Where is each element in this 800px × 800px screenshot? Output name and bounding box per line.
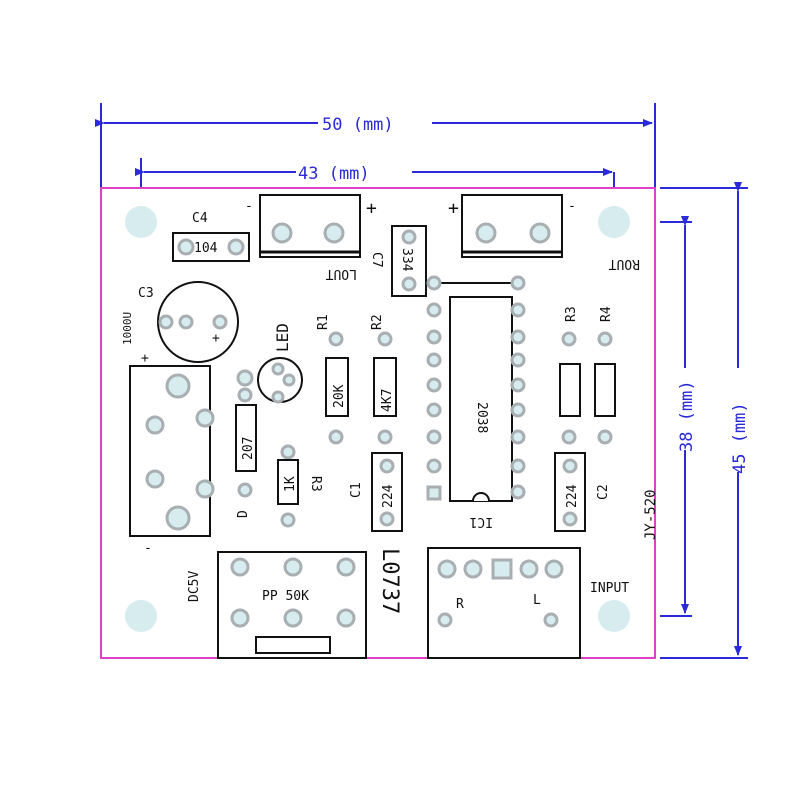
c4-value: 104 bbox=[194, 241, 218, 256]
ic1-pins-right bbox=[510, 275, 526, 500]
mounting-hole-top-right bbox=[598, 206, 630, 238]
board-id-label: JY-520 bbox=[643, 489, 659, 540]
r3-left-label: R3 bbox=[308, 476, 323, 492]
dc-plus: + bbox=[141, 351, 149, 366]
c1-label: C1 bbox=[349, 482, 364, 498]
c1-value: 224 bbox=[381, 484, 396, 508]
c3-plus: + bbox=[212, 331, 220, 346]
mounting-holes bbox=[125, 206, 630, 632]
r1-value: 20K bbox=[332, 384, 347, 408]
lout-label: LOUT bbox=[326, 266, 357, 281]
lout-minus: - bbox=[245, 199, 253, 214]
r4-label: R4 bbox=[599, 306, 614, 322]
input-l-label: L bbox=[533, 593, 541, 608]
c2-value: 224 bbox=[565, 484, 580, 508]
r1-body bbox=[325, 357, 349, 417]
l0737-label: L0737 bbox=[377, 548, 402, 614]
dimension-height-inner bbox=[660, 216, 692, 617]
ic1-value: 2038 bbox=[474, 402, 489, 433]
r3-right-label: R3 bbox=[564, 306, 579, 322]
dimension-height-outer bbox=[660, 182, 748, 659]
c7-label: C7 bbox=[369, 252, 384, 268]
input-label: INPUT bbox=[590, 581, 629, 596]
c4-label: C4 bbox=[192, 211, 208, 226]
rout-plus: + bbox=[448, 198, 459, 219]
r4-body bbox=[594, 363, 616, 417]
dimension-width-outer bbox=[95, 103, 656, 188]
diode-label: D bbox=[236, 510, 251, 518]
dc5v-label: DC5V bbox=[187, 571, 202, 602]
ic1-pins-left bbox=[426, 275, 442, 474]
diode-body bbox=[235, 404, 257, 472]
c2-label: C2 bbox=[596, 484, 611, 500]
lout-plus: + bbox=[366, 198, 377, 219]
led-label: LED bbox=[273, 323, 292, 352]
r1-label: R1 bbox=[316, 314, 331, 330]
r3-left-body bbox=[277, 459, 299, 505]
r2-label: R2 bbox=[370, 314, 385, 330]
mounting-hole-top-left bbox=[125, 206, 157, 238]
dimension-height-outer-label: 45 (mm) bbox=[730, 402, 750, 474]
r2-value: 4K7 bbox=[380, 389, 395, 412]
potentiometer-label: PP 50K bbox=[262, 589, 309, 604]
dimension-width-inner-label: 43 (mm) bbox=[298, 164, 370, 184]
rout-minus: - bbox=[568, 199, 576, 214]
dimension-height-inner-label: 38 (mm) bbox=[677, 380, 697, 452]
c3-label: C3 bbox=[138, 286, 154, 301]
ic1-body bbox=[449, 296, 513, 502]
r3-right-body bbox=[559, 363, 581, 417]
dc-minus: - bbox=[144, 541, 152, 556]
ic1-label: IC1 bbox=[470, 514, 493, 529]
c3-body bbox=[157, 281, 239, 363]
mounting-hole-bottom-right bbox=[598, 600, 630, 632]
c7-value: 334 bbox=[399, 248, 414, 272]
c3-value: 1000U bbox=[121, 312, 134, 345]
rout-label: ROUT bbox=[609, 256, 640, 271]
mounting-hole-bottom-left bbox=[125, 600, 157, 632]
diode-value: 207 bbox=[241, 437, 256, 460]
input-r-label: R bbox=[456, 597, 464, 612]
r2-body bbox=[373, 357, 397, 417]
r3-left-value: 1K bbox=[283, 476, 298, 492]
dimension-width-outer-label: 50 (mm) bbox=[322, 115, 394, 135]
